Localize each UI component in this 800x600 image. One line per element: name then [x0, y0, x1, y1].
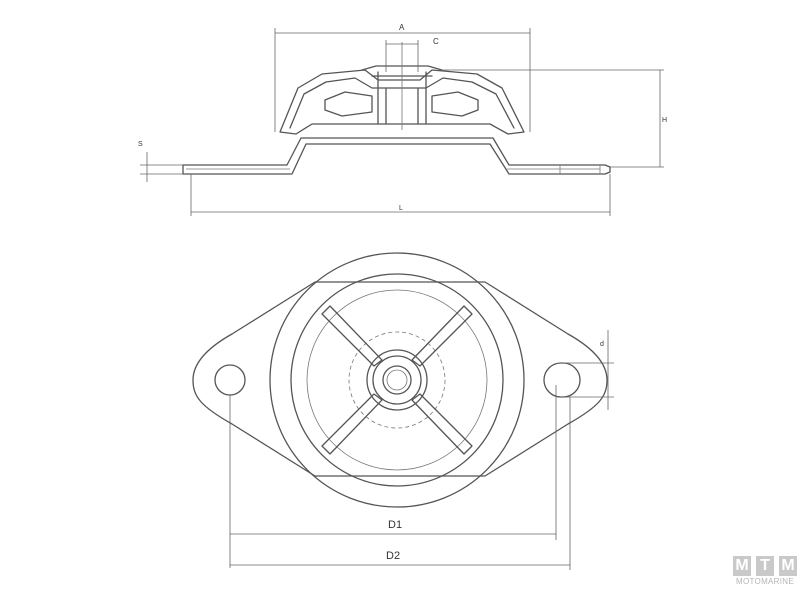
bushing-outer [366, 349, 428, 411]
flange-outline [192, 281, 608, 477]
dim-S-label: S [138, 141, 143, 148]
mount-slot-right [543, 362, 581, 398]
bushing-bore [382, 365, 412, 395]
motomarine-logo: M T M MOTOMARINE [733, 556, 797, 590]
rubber-cavity-right [431, 91, 479, 117]
housing-outline [279, 69, 525, 135]
logo-letter-3: M [779, 556, 797, 576]
rubber-inner-outline [289, 77, 515, 129]
dim-D2-label: D2 [386, 550, 400, 562]
rib-ne [411, 305, 473, 367]
dim-d-label: d [600, 341, 604, 348]
top-view: d D1 D2 [192, 252, 614, 570]
dim-A-label: A [399, 23, 405, 32]
rib-nw [321, 305, 383, 367]
bushing-mid [372, 355, 422, 405]
logo-letter-2: T [756, 556, 774, 576]
rib-se [411, 393, 473, 455]
rubber-cavity-left [324, 91, 373, 117]
dim-H-label: H [662, 117, 667, 124]
body-inner-circle [306, 289, 488, 471]
dim-L-label: L [399, 205, 403, 212]
body-outer-circle [269, 252, 525, 508]
body-top-circle [290, 273, 504, 487]
side-view: A C H L S [138, 23, 667, 216]
hidden-circle [348, 331, 446, 429]
bushing-bore-inner [386, 369, 408, 391]
dim-C-label: C [433, 37, 439, 46]
logo-letter-1: M [733, 556, 751, 576]
mount-hole-left [214, 364, 246, 396]
logo-text: MOTOMARINE [736, 577, 794, 586]
base-plate-outline [182, 137, 611, 175]
rib-sw [321, 393, 383, 455]
dim-D1-label: D1 [388, 519, 402, 531]
